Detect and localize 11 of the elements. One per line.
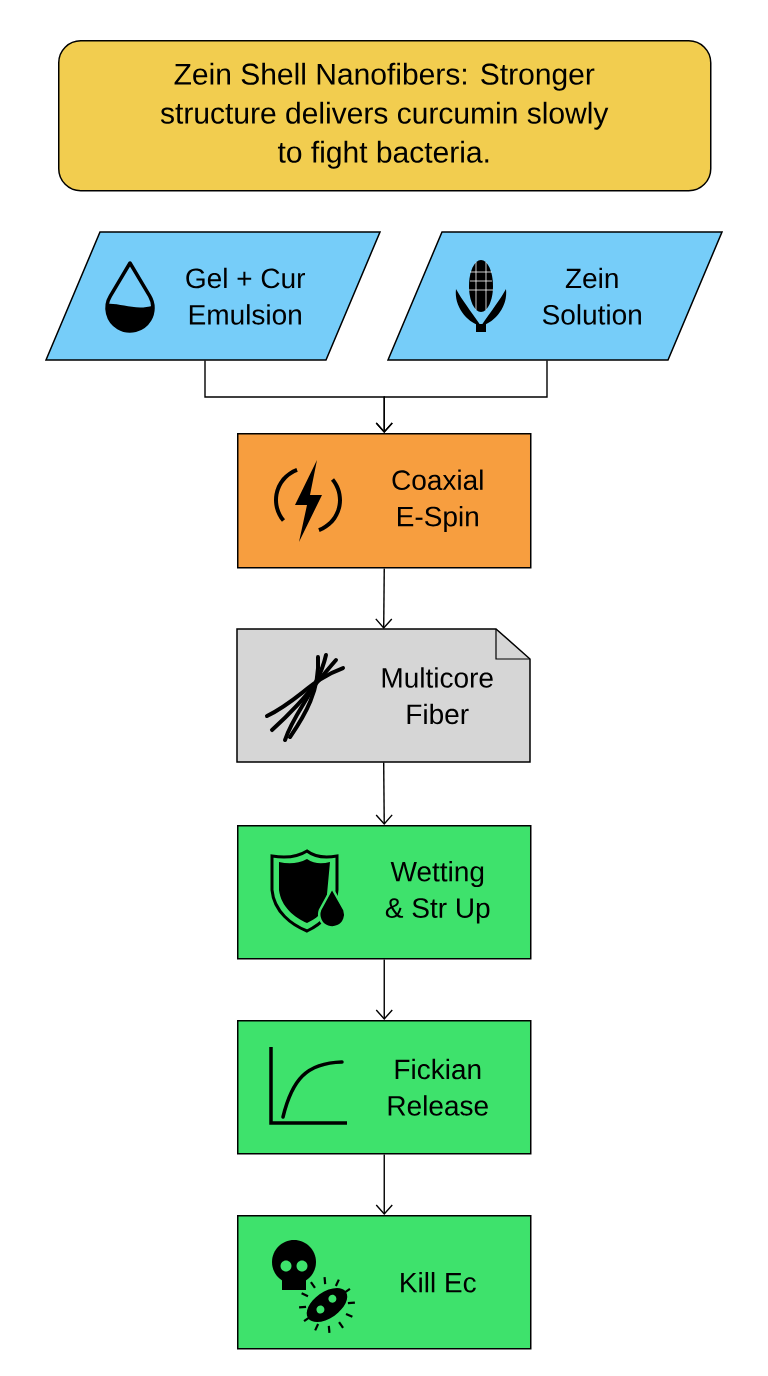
process-box: Coaxial E-Spin (237, 433, 532, 569)
process-box: Kill Ec (237, 1215, 532, 1350)
process-box: Fickian Release (237, 1020, 532, 1155)
arrow (375, 567, 393, 629)
arrow (375, 1153, 393, 1215)
arrow (375, 761, 393, 825)
process-box: Wetting & Str Up (237, 825, 532, 960)
arrow (375, 958, 393, 1020)
arrow (375, 359, 548, 433)
document-box: Multicore Fiber (236, 628, 531, 763)
title-box: Zein Shell Nanofibers: Stronger structure delivers curcumin slowly to fight bacteria. (58, 40, 712, 192)
